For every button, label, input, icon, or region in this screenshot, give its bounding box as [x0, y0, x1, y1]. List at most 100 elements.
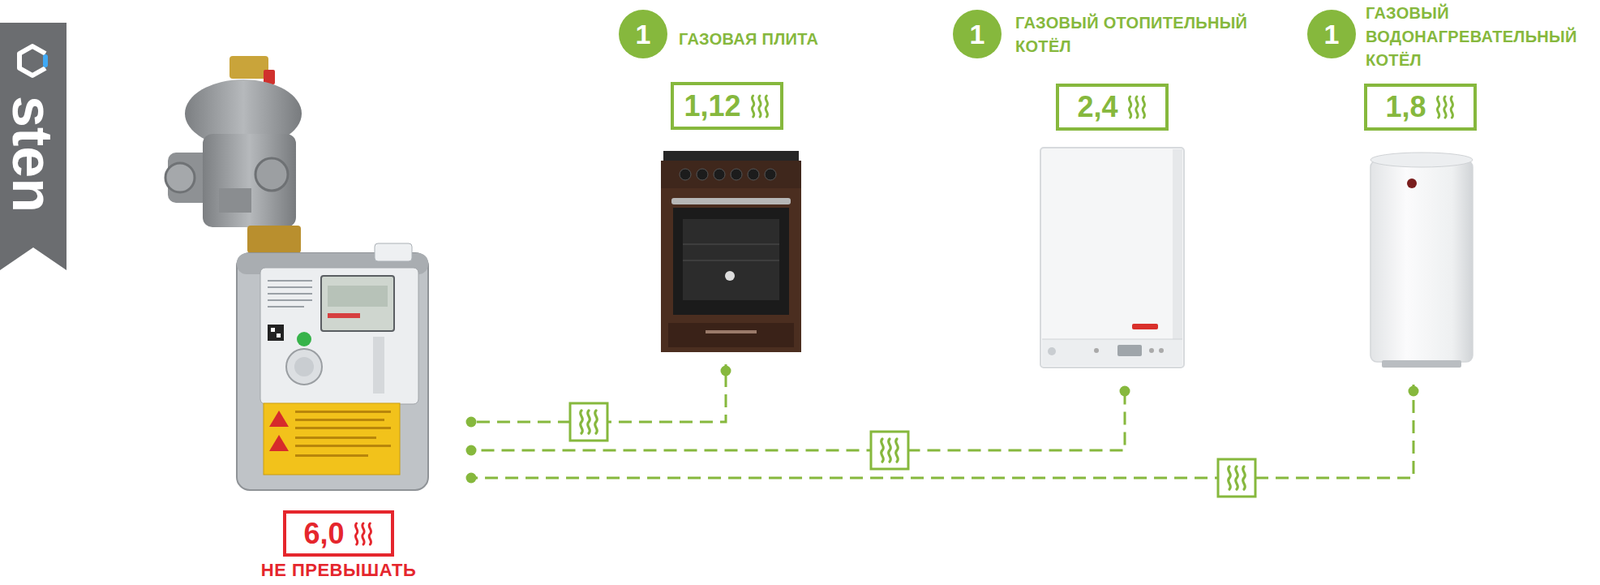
- stove-illustration: [764, 168, 777, 181]
- appliance-title: ГАЗОВЫЙ ВОДОНАГРЕВАТЕЛЬНЫЙ КОТЁЛ: [1365, 1, 1595, 73]
- gas-meter-illustration: [263, 403, 400, 475]
- gas-meter-illustration: [269, 410, 289, 427]
- gas-meter-illustration: [247, 225, 301, 254]
- stove-illustration: [660, 150, 802, 352]
- water-heater-illustration: [1406, 178, 1417, 189]
- heat-wave: [751, 95, 755, 117]
- limit-note: НЕ ПРЕВЫШАТЬ: [261, 561, 417, 580]
- gas-meter-illustration: [267, 286, 313, 288]
- boiler-illustration: [1040, 147, 1184, 368]
- water-heater-illustration: [1370, 152, 1473, 168]
- heat-wave: [355, 523, 358, 545]
- gas-meter-illustration: [270, 327, 275, 332]
- gas-meter-illustration: [236, 253, 429, 490]
- limit-box: 6,0НЕ ПРЕВЫШАТЬ: [283, 510, 395, 557]
- gas-meter-illustration: [295, 426, 391, 429]
- connection-dot: [720, 365, 732, 377]
- gas-meter-illustration: [286, 348, 322, 385]
- gas-meter-illustration: [267, 279, 313, 282]
- gas-meter-illustration: [229, 55, 269, 79]
- callout-number: 1ГАЗОВЫЙ ОТОПИТЕЛЬНЫЙ КОТЁЛ: [952, 9, 1002, 59]
- boiler-illustration: [1132, 323, 1159, 330]
- stove-illustration: [724, 270, 735, 281]
- gas-meter-illustration: [327, 285, 388, 307]
- power-box: 2,4: [1055, 83, 1169, 131]
- stove-illustration: [682, 218, 780, 301]
- appliance-title: ГАЗОВЫЙ ОТОПИТЕЛЬНЫЙ КОТЁЛ: [1015, 11, 1275, 59]
- stove-illustration: [705, 330, 757, 334]
- stove-illustration: [747, 168, 760, 181]
- callout-number: 1ГАЗОВАЯ ПЛИТА: [618, 9, 668, 59]
- power-box: 1,12: [670, 81, 784, 130]
- callout-number: 1ГАЗОВЫЙ ВОДОНАГРЕВАТЕЛЬНЫЙ КОТЁЛ: [1307, 9, 1356, 59]
- line-heat-badge: [1228, 466, 1246, 490]
- boiler-illustration: [1093, 347, 1099, 353]
- power-value: 6,0: [303, 519, 344, 549]
- boiler-illustration: [1172, 149, 1183, 366]
- stove-illustration: [660, 188, 802, 352]
- stove-illustration: [682, 243, 780, 245]
- boiler-illustration: [1042, 338, 1183, 340]
- connection-dot: [466, 445, 477, 456]
- water-heater-illustration: [1381, 360, 1462, 368]
- heat-wave: [765, 95, 768, 117]
- power-value: 1,8: [1385, 92, 1426, 122]
- gas-meter-illustration: [295, 454, 369, 457]
- heat-wave: [1436, 96, 1440, 118]
- connection-dot: [466, 365, 1420, 484]
- water-heater-illustration: [1370, 160, 1473, 362]
- gas-meter-illustration: [218, 188, 252, 213]
- gas-meter-illustration: [202, 133, 296, 228]
- heat-wave: [361, 523, 365, 545]
- gas-meter-illustration: [295, 418, 385, 421]
- stove-illustration: [713, 168, 725, 181]
- connection-dot: [1119, 386, 1131, 397]
- heat-symbol: [749, 93, 771, 120]
- heat-wave: [1128, 96, 1132, 118]
- gas-meter-illustration: [374, 243, 412, 262]
- gas-meter-illustration: [295, 444, 391, 447]
- line-heat-badge: [580, 410, 598, 434]
- callout-number: 1: [969, 20, 986, 48]
- stove-illustration: [730, 168, 743, 181]
- callout-circle: [1307, 9, 1356, 59]
- brand-banner: [42, 56, 48, 65]
- gas-meter-illustration: [267, 299, 313, 301]
- boiler-illustration: [1149, 347, 1154, 353]
- callout-number: 1: [635, 20, 652, 48]
- stove-illustration: [668, 322, 794, 348]
- gas-meter-illustration: [165, 163, 195, 193]
- heat-symbol: [1434, 94, 1456, 121]
- gas-meter-illustration: [294, 356, 314, 377]
- boiler-illustration: [1158, 347, 1164, 353]
- stove-illustration: [696, 168, 708, 181]
- water-heater-illustration: [1370, 152, 1473, 368]
- line-heat-badge: [870, 431, 909, 469]
- boiler-illustration: [1040, 147, 1184, 368]
- gas-meter-illustration: [267, 292, 313, 295]
- heat-wave: [1450, 96, 1454, 118]
- gas-meter-illustration: [295, 410, 391, 413]
- callout-circle: [618, 9, 668, 59]
- heat-wave: [1142, 96, 1146, 118]
- gas-meter-illustration: [260, 267, 419, 404]
- line-heat-badge: [1218, 458, 1256, 497]
- heat-wave: [1443, 96, 1446, 118]
- stove-illustration: [682, 259, 780, 262]
- brand-banner: [0, 22, 67, 271]
- stove-illustration: [663, 150, 799, 163]
- heat-wave: [758, 95, 761, 117]
- line-heat-badge: [881, 438, 899, 462]
- gas-meter-illustration: [276, 333, 281, 338]
- boiler-illustration: [1042, 338, 1183, 366]
- line-heat-badge: [570, 403, 1256, 497]
- brand-logo-text: sten: [4, 95, 61, 213]
- power-value: 2,4: [1076, 92, 1118, 122]
- gas-meter-illustration: [255, 158, 288, 191]
- callout-number: 1: [1324, 20, 1340, 48]
- gas-meter-illustration: [267, 324, 284, 341]
- connection-dot: [1408, 386, 1420, 397]
